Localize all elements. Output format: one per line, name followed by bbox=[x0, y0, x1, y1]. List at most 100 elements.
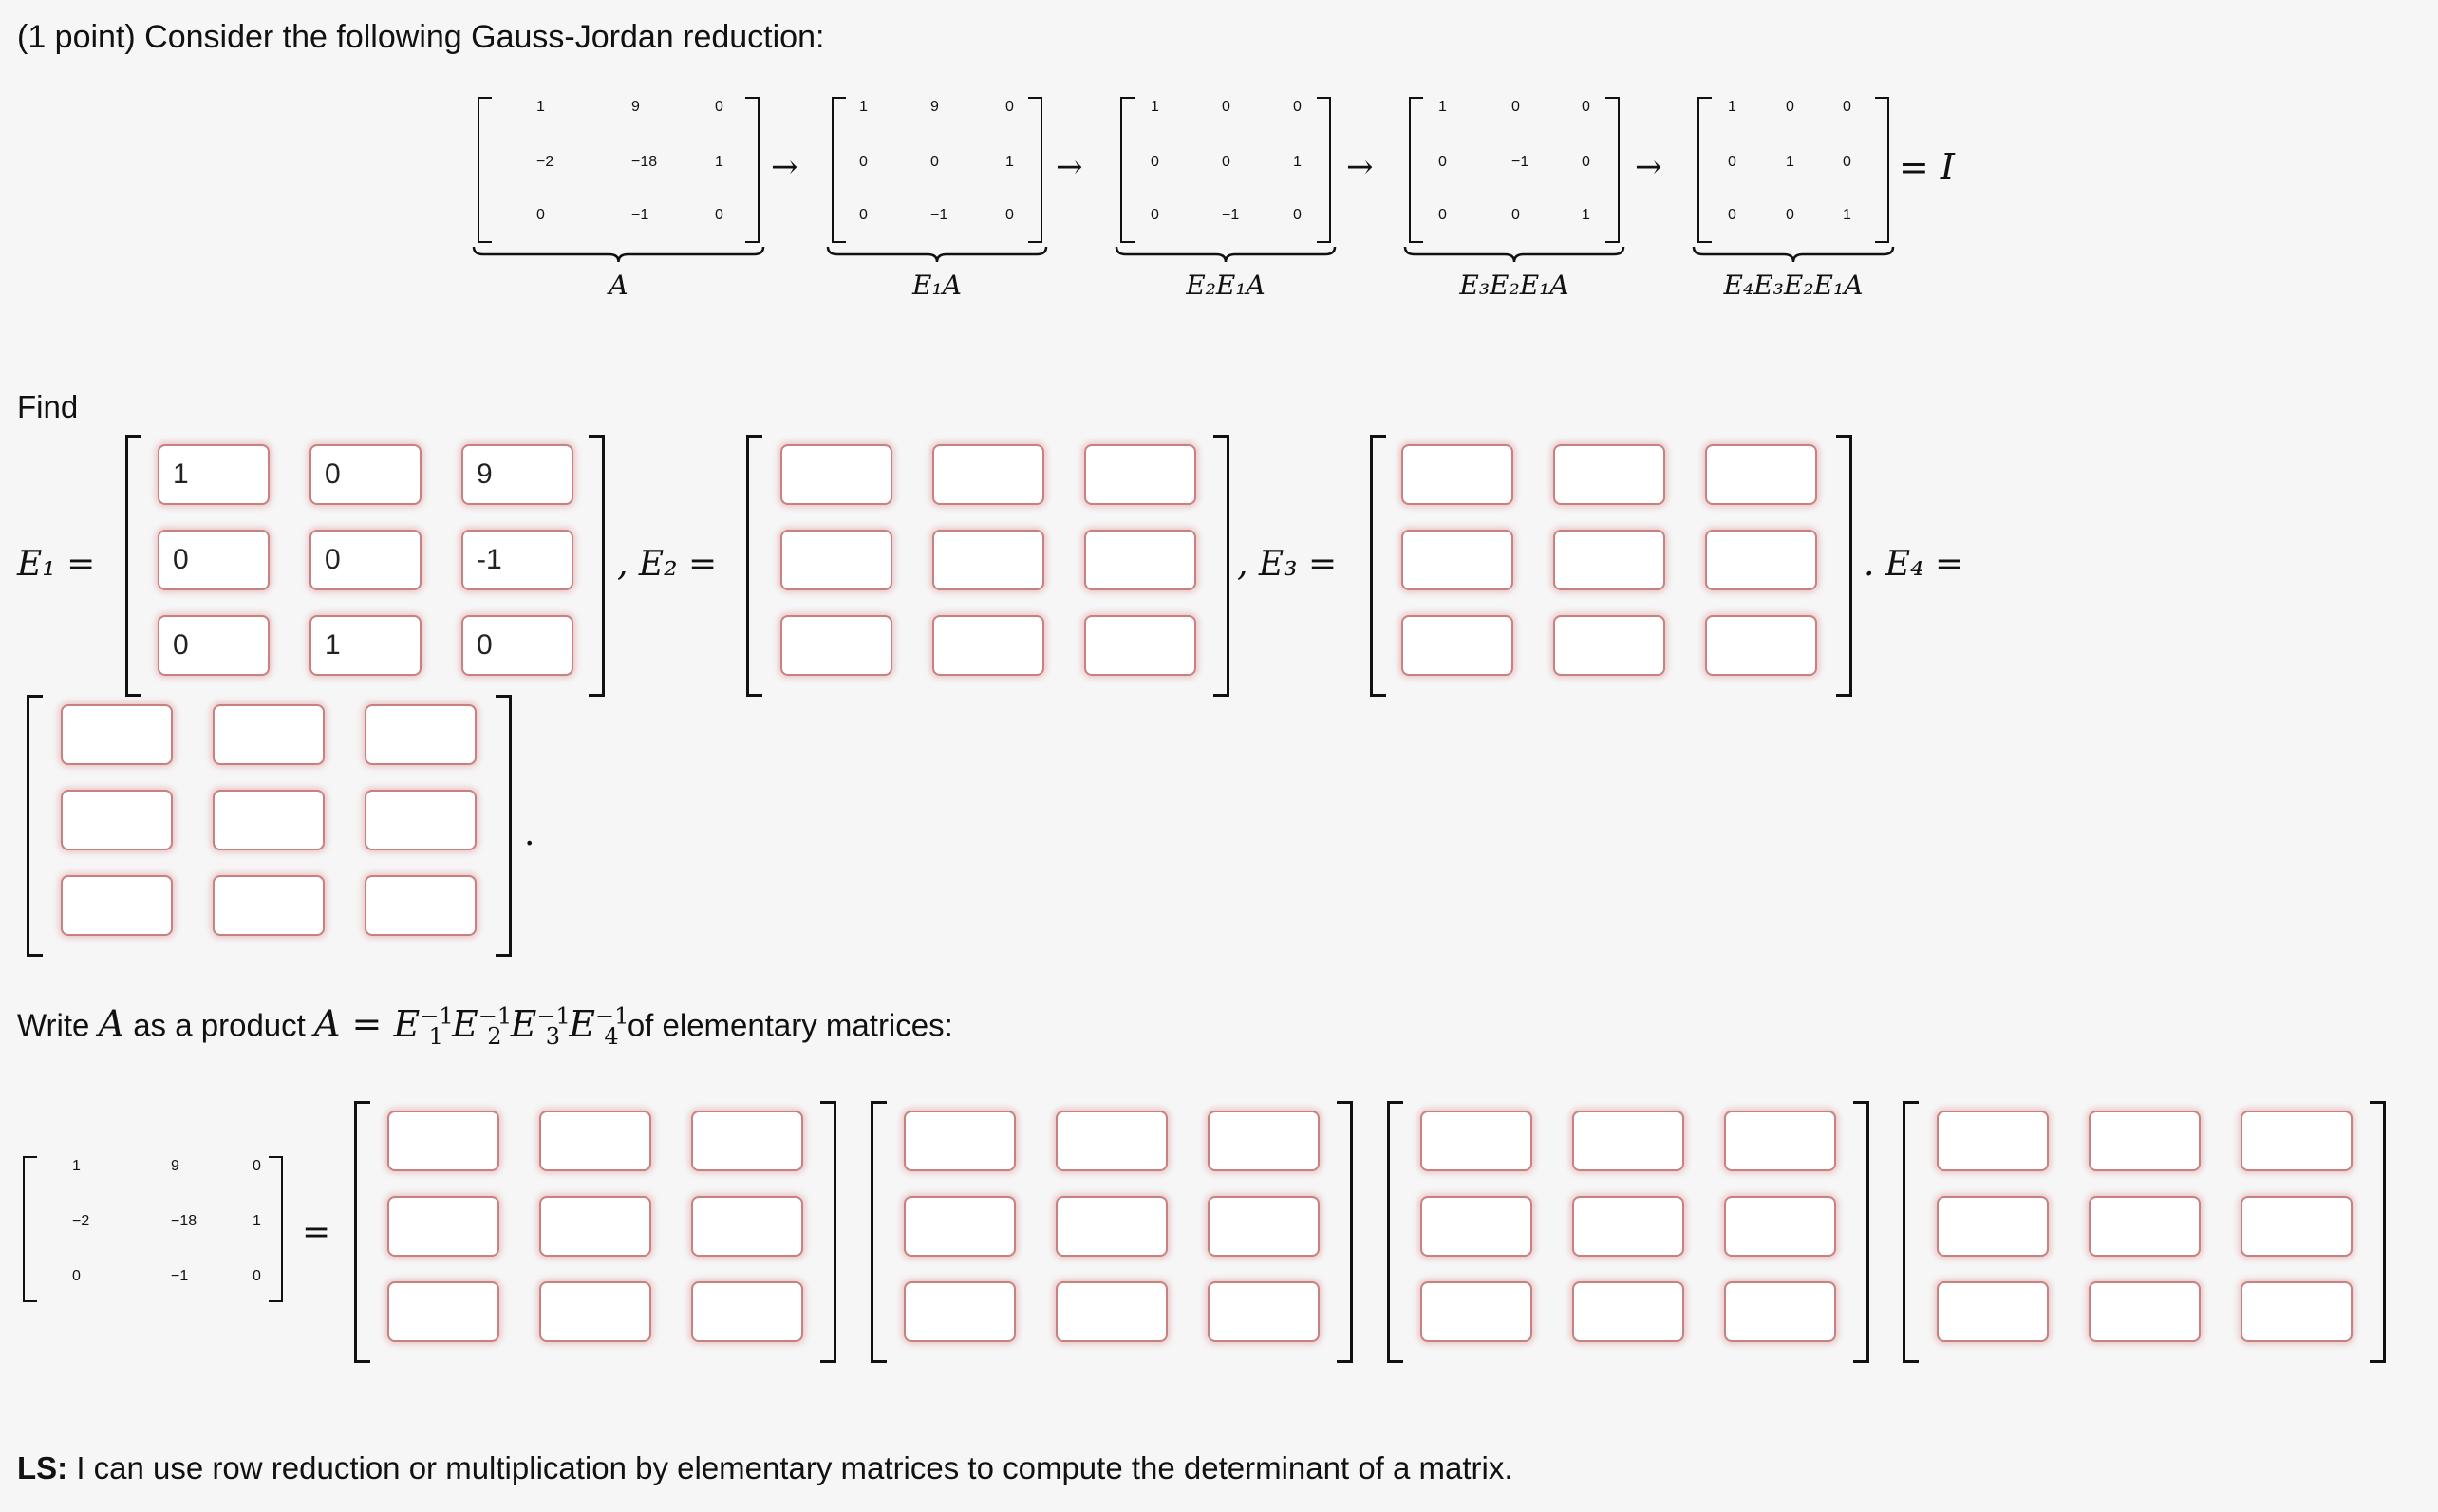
matrix-cell: 0 bbox=[1005, 99, 1014, 115]
product-e2-inverse-entry-r3c3[interactable] bbox=[1208, 1281, 1320, 1342]
product-e4-inverse-entry-r1c3[interactable] bbox=[2241, 1111, 2353, 1171]
reduction-matrix-1 bbox=[478, 97, 760, 243]
e1-entry-r2c3[interactable] bbox=[461, 530, 573, 590]
matrix-cell: 0 bbox=[859, 154, 868, 170]
matrix-cell: 0 bbox=[1222, 99, 1230, 115]
product-e3-inverse-entry-r1c3[interactable] bbox=[1724, 1111, 1836, 1171]
step-label: A bbox=[609, 270, 628, 301]
e3-entry-r2c3[interactable] bbox=[1705, 530, 1817, 590]
product-e1-inverse-entry-r2c2[interactable] bbox=[539, 1196, 651, 1257]
e4-entry-r3c2[interactable] bbox=[213, 875, 325, 936]
matrix-cell: 1 bbox=[1151, 99, 1159, 115]
product-e3-inverse-entry-r3c1[interactable] bbox=[1420, 1281, 1532, 1342]
e1-entry-r2c1[interactable] bbox=[158, 530, 270, 590]
product-e2-inverse-entry-r1c3[interactable] bbox=[1208, 1111, 1320, 1171]
e2-entry-r2c2[interactable] bbox=[932, 530, 1044, 590]
e3-entry-r3c1[interactable] bbox=[1401, 615, 1513, 676]
e2-entry-r1c3[interactable] bbox=[1084, 444, 1196, 505]
product-e4-inverse-entry-r3c1[interactable] bbox=[1937, 1281, 2049, 1342]
product-e1-inverse-entry-r2c1[interactable] bbox=[387, 1196, 499, 1257]
e3-entry-r1c2[interactable] bbox=[1553, 444, 1665, 505]
product-e4-inverse-entry-r2c1[interactable] bbox=[1937, 1196, 2049, 1257]
e1-entry-r2c2[interactable] bbox=[309, 530, 422, 590]
product-e2-inverse-entry-r2c3[interactable] bbox=[1208, 1196, 1320, 1257]
product-e1-inverse-entry-r1c3[interactable] bbox=[691, 1111, 803, 1171]
product-e4-inverse-entry-r2c3[interactable] bbox=[2241, 1196, 2353, 1257]
product-e2-inverse-entry-r3c1[interactable] bbox=[904, 1281, 1016, 1342]
e3-entry-r1c1[interactable] bbox=[1401, 444, 1513, 505]
left-bracket bbox=[23, 1156, 37, 1302]
product-e4-inverse-entry-r2c2[interactable] bbox=[2089, 1196, 2201, 1257]
product-e1-inverse-entry-r3c2[interactable] bbox=[539, 1281, 651, 1342]
matrix-cell: −2 bbox=[536, 154, 554, 170]
product-e4-inverse-entry-r3c2[interactable] bbox=[2089, 1281, 2201, 1342]
e3-entry-r3c3[interactable] bbox=[1705, 615, 1817, 676]
matrix-cell: 9 bbox=[171, 1158, 179, 1174]
matrix-cell: 0 bbox=[715, 99, 723, 115]
product-e2-inverse-entry-r3c2[interactable] bbox=[1056, 1281, 1168, 1342]
product-e2-inverse-entry-r1c1[interactable] bbox=[904, 1111, 1016, 1171]
matrix-cell: −1 bbox=[631, 207, 649, 223]
product-e2-inverse-entry-r2c2[interactable] bbox=[1056, 1196, 1168, 1257]
e3-entry-r3c2[interactable] bbox=[1553, 615, 1665, 676]
product-e3-inverse-entry-r2c1[interactable] bbox=[1420, 1196, 1532, 1257]
reduction-matrix-3 bbox=[1120, 97, 1331, 243]
product-e3-inverse-entry-r3c3[interactable] bbox=[1724, 1281, 1836, 1342]
product-a-matrix bbox=[23, 1156, 283, 1302]
product-e3-inverse-entry-r1c1[interactable] bbox=[1420, 1111, 1532, 1171]
e4-entry-r3c1[interactable] bbox=[61, 875, 173, 936]
e4-entry-r1c3[interactable] bbox=[365, 704, 477, 765]
product-e4-inverse-entry-r1c2[interactable] bbox=[2089, 1111, 2201, 1171]
e1-entry-r1c1[interactable] bbox=[158, 444, 270, 505]
matrix-cell: 0 bbox=[1293, 207, 1302, 223]
e1-entry-r3c2[interactable] bbox=[309, 615, 422, 676]
e2-entry-r2c3[interactable] bbox=[1084, 530, 1196, 590]
matrix-cell: 0 bbox=[1222, 154, 1230, 170]
e2-entry-r1c1[interactable] bbox=[780, 444, 892, 505]
e2-entry-r3c1[interactable] bbox=[780, 615, 892, 676]
e3-entry-r2c2[interactable] bbox=[1553, 530, 1665, 590]
product-e1-inverse-entry-r1c2[interactable] bbox=[539, 1111, 651, 1171]
matrix-cell: 1 bbox=[1728, 99, 1736, 115]
product-e3-inverse-entry-r1c2[interactable] bbox=[1572, 1111, 1684, 1171]
e4-entry-r1c1[interactable] bbox=[61, 704, 173, 765]
reduction-arrow: → bbox=[1635, 148, 1662, 186]
product-text-start: Write bbox=[17, 1007, 90, 1043]
product-e3-inverse-entry-r2c3[interactable] bbox=[1724, 1196, 1836, 1257]
e1-entry-r1c2[interactable] bbox=[309, 444, 422, 505]
product-e2-inverse-entry-r2c1[interactable] bbox=[904, 1196, 1016, 1257]
product-e1-inverse-entry-r1c1[interactable] bbox=[387, 1111, 499, 1171]
e1-entry-r3c3[interactable] bbox=[461, 615, 573, 676]
e2-entry-r3c3[interactable] bbox=[1084, 615, 1196, 676]
product-e4-inverse-left-bracket bbox=[1903, 1101, 1919, 1363]
product-e3-inverse-entry-r2c2[interactable] bbox=[1572, 1196, 1684, 1257]
matrix-cell: 1 bbox=[1786, 154, 1794, 170]
product-e1-inverse-entry-r2c3[interactable] bbox=[691, 1196, 803, 1257]
e3-entry-r2c1[interactable] bbox=[1401, 530, 1513, 590]
matrix-cell: 0 bbox=[536, 207, 545, 223]
e4-entry-r2c3[interactable] bbox=[365, 790, 477, 850]
left-bracket bbox=[1697, 97, 1712, 243]
e4-entry-r2c1[interactable] bbox=[61, 790, 173, 850]
e1-entry-r1c3[interactable] bbox=[461, 444, 573, 505]
e2-entry-r2c1[interactable] bbox=[780, 530, 892, 590]
e1-entry-r3c1[interactable] bbox=[158, 615, 270, 676]
e2-entry-r1c2[interactable] bbox=[932, 444, 1044, 505]
product-e1-inverse-entry-r3c3[interactable] bbox=[691, 1281, 803, 1342]
e4-entry-r2c2[interactable] bbox=[213, 790, 325, 850]
e3-entry-r1c3[interactable] bbox=[1705, 444, 1817, 505]
product-e4-inverse-entry-r3c3[interactable] bbox=[2241, 1281, 2353, 1342]
e4-entry-r1c2[interactable] bbox=[213, 704, 325, 765]
product-e2-inverse-entry-r1c2[interactable] bbox=[1056, 1111, 1168, 1171]
ls-prefix: LS: bbox=[17, 1450, 68, 1485]
matrix-cell: 9 bbox=[930, 99, 939, 115]
product-e4-inverse-entry-r1c1[interactable] bbox=[1937, 1111, 2049, 1171]
e4-entry-r3c3[interactable] bbox=[365, 875, 477, 936]
product-e3-inverse-entry-r3c2[interactable] bbox=[1572, 1281, 1684, 1342]
ls-text: I can use row reduction or multiplicatio… bbox=[76, 1450, 1513, 1485]
matrix-cell: 0 bbox=[1511, 99, 1520, 115]
reduction-matrix-5 bbox=[1697, 97, 1889, 243]
e2-entry-r3c2[interactable] bbox=[932, 615, 1044, 676]
product-e1-inverse-entry-r3c1[interactable] bbox=[387, 1281, 499, 1342]
matrix-cell: 0 bbox=[1728, 154, 1736, 170]
